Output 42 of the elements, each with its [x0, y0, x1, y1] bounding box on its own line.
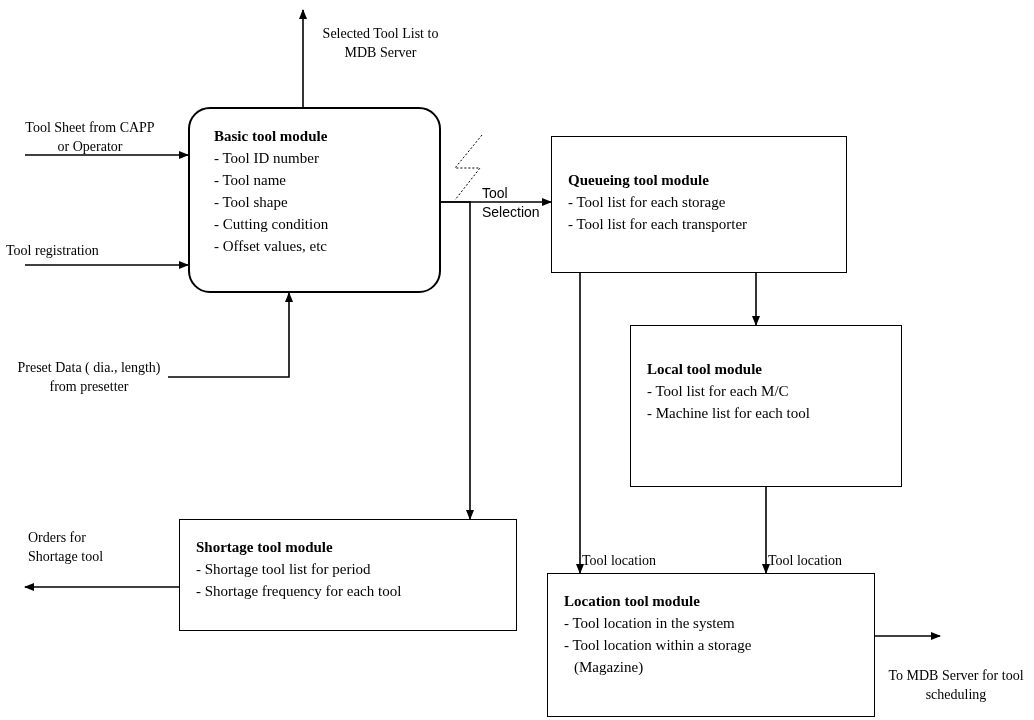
module-box — [630, 325, 902, 487]
arrow — [762, 486, 770, 574]
module-item: - Shortage frequency for each tool — [196, 582, 403, 601]
module-title: Location tool module — [564, 592, 701, 611]
edge-label: Tool location — [768, 552, 844, 570]
arrow — [299, 9, 307, 108]
module-box — [547, 573, 875, 717]
arrow — [24, 583, 180, 591]
module-item: - Cutting condition — [214, 215, 330, 234]
arrow — [440, 201, 474, 520]
edge-label: Preset Data ( dia., length) from presetter — [16, 359, 162, 396]
module-title: Local tool module — [647, 360, 763, 379]
edge-label: Selected Tool List to MDB Server — [321, 25, 440, 62]
module-item: - Machine list for each tool — [647, 404, 811, 423]
edge-label: Tool Sheet from CAPP or Operator — [25, 119, 155, 156]
edge-label: To MDB Server for tool scheduling — [887, 667, 1025, 704]
edge-label: Tool location — [582, 552, 658, 570]
module-box — [551, 136, 847, 273]
arrow — [167, 292, 293, 378]
module-item: - Tool list for each transporter — [568, 215, 749, 234]
module-title: Shortage tool module — [196, 538, 334, 557]
edge-label: Orders for Shortage tool — [28, 529, 105, 566]
module-item: - Tool list for each M/C — [647, 382, 790, 401]
module-item: - Tool shape — [214, 193, 289, 212]
module-title: Queueing tool module — [568, 171, 710, 190]
module-item: - Tool list for each storage — [568, 193, 727, 212]
module-box — [179, 519, 517, 631]
module-title: Basic tool module — [214, 127, 329, 146]
module-item: - Tool ID number — [214, 149, 320, 168]
edge-label: Tool Selection — [482, 184, 541, 222]
module-item: - Offset values, etc — [214, 237, 328, 256]
arrow — [752, 272, 760, 326]
module-item: - Tool name — [214, 171, 287, 190]
arrow — [576, 272, 584, 574]
module-box — [188, 107, 441, 293]
arrow — [24, 261, 189, 269]
edge-label: Tool registration — [6, 242, 100, 260]
arrow — [24, 151, 189, 159]
module-item: - Shortage tool list for period — [196, 560, 372, 579]
arrow — [874, 632, 941, 640]
module-item: - Tool location in the system — [564, 614, 736, 633]
module-item: - Tool location within a storage (Magazine) — [564, 636, 753, 677]
